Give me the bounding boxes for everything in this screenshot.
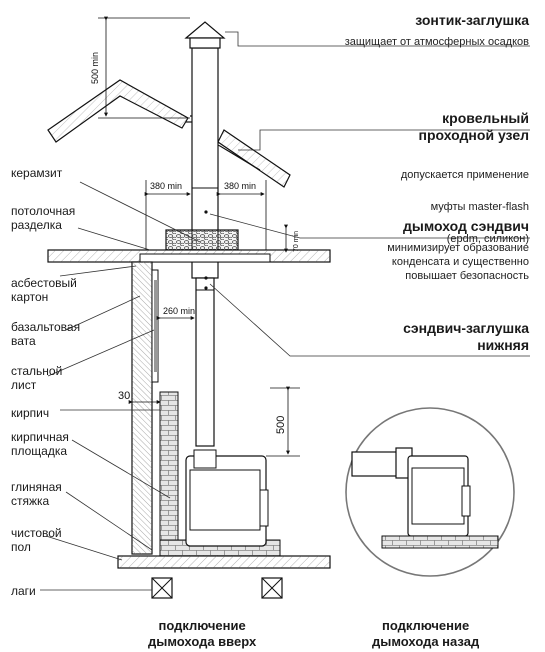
brick-wall [131,261,159,555]
label-brick: кирпич [11,406,50,420]
callout-desc: муфты master-flash [430,201,529,213]
dim-stove-height: 500 [275,416,287,434]
callout-title: сэндвич-заглушка нижняя [403,320,529,353]
roof [47,79,291,188]
callout-title: кровельный проходной узел [418,110,529,143]
dim-clear-right: 380 min [224,181,256,191]
callout-umbrella-cap: зонтик-заглушка защищает от атмосферных … [345,12,529,49]
callout-roof-pass: кровельный проходной узел допускается пр… [401,92,529,264]
callout-desc: защищает от атмосферных осадков [344,36,529,48]
label-asbestos-board: асбестовый картон [11,276,77,304]
caption-connection-back: подключение дымохода назад [372,618,480,649]
callout-desc: допускается применение [400,169,529,181]
callout-desc: (epdm, силикон) [446,233,529,245]
callout-desc: минимизирует образование [387,242,529,254]
ceiling-slab [47,249,331,263]
callout-sandwich-chimney: дымоход сэндвич минимизирует образование… [387,218,529,283]
label-expanded-clay: керамзит [11,166,63,180]
detail-circle [345,407,515,577]
stove [185,449,269,547]
callout-title: зонтик-заглушка [415,12,529,28]
callout-desc: повышает безопасность [405,270,529,282]
callout-bottom-plug: сэндвич-заглушка нижняя [403,320,529,354]
dimension-labels: 500 min 380 min 380 min 70 min 260 min 3… [90,52,300,434]
dim-ceiling-gap: 70 min [293,231,300,252]
leader-lines [40,31,530,591]
label-basalt-wool: базальтовая вата [11,320,81,348]
dim-wall-offset: 30 [118,390,130,402]
label-steel-sheet: стальной лист [11,364,63,392]
floor [117,555,331,599]
dim-wall-gap: 260 min [163,306,195,316]
callout-desc: конденсата и существенно [391,256,529,268]
umbrella-cap [184,21,226,49]
callout-title: дымоход сэндвич [403,218,529,234]
dim-clear-left: 380 min [150,181,182,191]
label-finish-floor: чистовой пол [11,526,62,554]
dim-chimney-top: 500 min [90,52,100,84]
label-brick-platform: кирпичная площадка [11,430,69,458]
caption-connection-up: подключение дымохода вверх [148,618,257,649]
label-ceiling-cut: потолочная разделка [11,204,76,232]
label-joists: лаги [11,584,36,598]
label-clay-screed: глиняная стяжка [11,480,62,508]
